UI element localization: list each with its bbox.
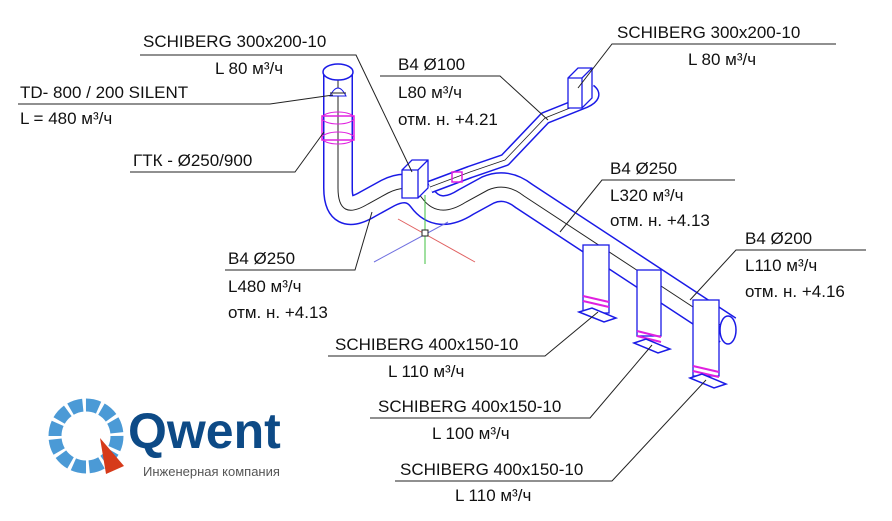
branch-damper: [451, 171, 463, 183]
drop-3: [687, 299, 729, 389]
label-main-250-right-elev: отм. н. +4.13: [610, 211, 710, 230]
label-damper-2-name: SCHIBERG 400x150-10: [378, 397, 561, 416]
label-main-250-left-size: B4 Ø250: [228, 249, 295, 268]
label-damper-2-flow: L 100 м³/ч: [432, 424, 510, 443]
label-damper-top-right-flow: L 80 м³/ч: [688, 50, 756, 69]
logo-ring-icon: [48, 398, 124, 474]
label-damper-top-right-name: SCHIBERG 300x200-10: [617, 23, 800, 42]
label-damper-3-flow: L 110 м³/ч: [455, 486, 531, 505]
label-main-250-left-flow: L480 м³/ч: [228, 277, 301, 296]
label-damper-top-left-name: SCHIBERG 300x200-10: [143, 32, 326, 51]
gtk-damper: [321, 111, 355, 145]
silencer-dome: [329, 87, 347, 97]
drop-2: [631, 269, 673, 354]
label-damper-1-flow: L 110 м³/ч: [388, 362, 464, 381]
label-main-200-elev: отм. н. +4.16: [745, 282, 845, 301]
drop-1: [576, 244, 619, 323]
axis-gizmo-icon: [373, 195, 476, 264]
label-gtk: ГТК - Ø250/900: [133, 151, 252, 170]
label-branch-100-size: B4 Ø100: [398, 55, 465, 74]
label-damper-top-left-flow: L 80 м³/ч: [215, 59, 283, 78]
label-silencer-flow: L = 480 м³/ч: [20, 109, 112, 128]
qwent-logo: Qwent Инженерная компания: [48, 398, 281, 479]
leader-lines: [18, 43, 866, 482]
label-main-250-left-elev: отм. н. +4.13: [228, 303, 328, 322]
label-main-250-right-flow: L320 м³/ч: [610, 186, 683, 205]
label-branch-100-flow: L80 м³/ч: [398, 83, 462, 102]
logo-name: Qwent: [128, 403, 281, 459]
label-main-200-size: B4 Ø200: [745, 229, 812, 248]
label-damper-3-name: SCHIBERG 400x150-10: [400, 460, 583, 479]
logo-tagline: Инженерная компания: [143, 464, 280, 479]
label-damper-1-name: SCHIBERG 400x150-10: [335, 335, 518, 354]
label-main-250-right-size: B4 Ø250: [610, 159, 677, 178]
main-duct: [322, 63, 737, 345]
label-main-200-flow: L110 м³/ч: [745, 256, 817, 275]
label-silencer-name: TD- 800 / 200 SILENT: [20, 83, 188, 102]
label-branch-100-elev: отм. н. +4.21: [398, 110, 498, 129]
damper-box-center: [401, 159, 429, 199]
